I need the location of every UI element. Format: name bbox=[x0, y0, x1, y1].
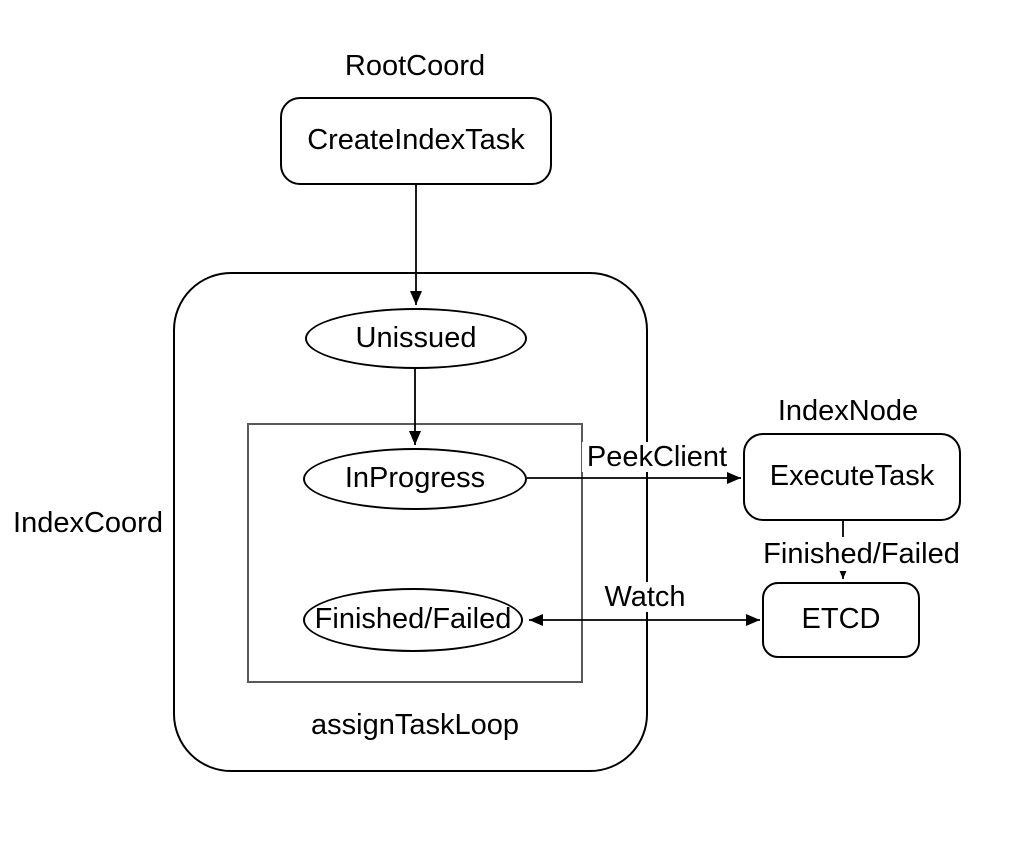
node-in-progress: InProgress bbox=[303, 448, 527, 510]
edge-label-watch: Watch bbox=[595, 582, 695, 612]
node-unissued-label: Unissued bbox=[355, 321, 477, 354]
index-coord-container bbox=[173, 272, 648, 772]
group-label-assigntaskloop: assignTaskLoop bbox=[300, 708, 530, 742]
edge-label-finished-failed: Finished/Failed bbox=[759, 537, 964, 571]
node-execute-task-label: ExecuteTask bbox=[769, 460, 935, 493]
node-execute-task: ExecuteTask bbox=[743, 433, 961, 521]
node-create-index-task-label: CreateIndexTask bbox=[307, 124, 525, 157]
node-etcd: ETCD bbox=[762, 582, 920, 658]
group-label-indexcoord: IndexCoord bbox=[3, 506, 173, 540]
group-label-rootcoord: RootCoord bbox=[315, 49, 515, 83]
node-etcd-label: ETCD bbox=[801, 603, 881, 636]
edge-label-peekclient: PeekClient bbox=[582, 442, 732, 472]
node-unissued: Unissued bbox=[305, 308, 527, 369]
node-finished-failed-label: Finished/Failed bbox=[314, 603, 512, 636]
group-label-indexnode: IndexNode bbox=[748, 394, 948, 428]
node-finished-failed: Finished/Failed bbox=[303, 588, 523, 652]
node-in-progress-label: InProgress bbox=[344, 462, 486, 495]
node-create-index-task: CreateIndexTask bbox=[280, 97, 552, 185]
